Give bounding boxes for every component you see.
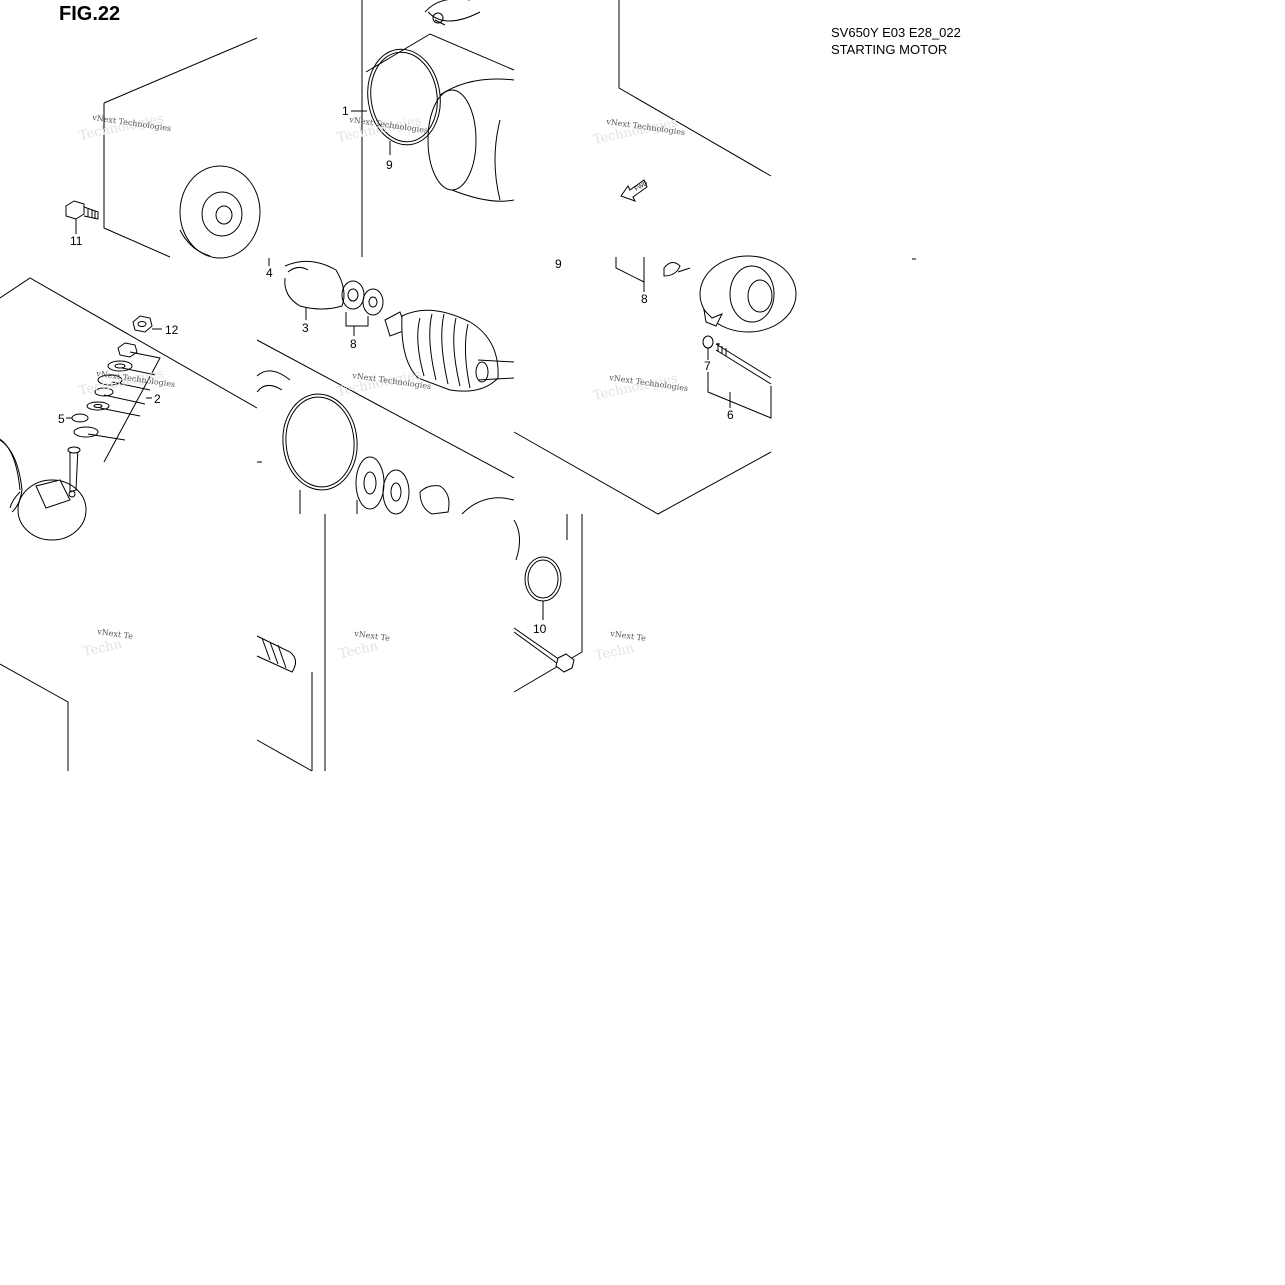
washer-part-5 bbox=[71, 413, 89, 423]
brush-holder bbox=[17, 479, 87, 541]
front-housing bbox=[699, 255, 797, 333]
callout-9-secondary: 9 bbox=[555, 257, 562, 271]
o-ring-part-1 bbox=[367, 48, 441, 146]
figure-label: FIG.22 bbox=[59, 3, 121, 25]
callout-3: 3 bbox=[302, 321, 309, 335]
tile-middle-right bbox=[513, 255, 916, 515]
svg-text:vNext Te: vNext Te bbox=[609, 629, 647, 643]
watermarks: Technologies vNext Technologies Technolo… bbox=[78, 111, 689, 664]
model-code: SV650Y E03 E28_022 bbox=[831, 25, 961, 40]
fwd-arrow-icon: FWD bbox=[620, 179, 649, 202]
svg-text:Techn: Techn bbox=[338, 639, 380, 662]
callout-5: 5 bbox=[58, 412, 65, 426]
tile-middle-center bbox=[256, 258, 515, 515]
callout-2: 2 bbox=[154, 392, 161, 406]
washer-stack-part-2 bbox=[73, 342, 161, 463]
o-ring-part-10 bbox=[524, 556, 562, 602]
callout-6: 6 bbox=[727, 408, 734, 422]
yoke-housing bbox=[427, 78, 515, 202]
callout-10: 10 bbox=[533, 622, 547, 636]
callout-7: 7 bbox=[704, 359, 711, 373]
section-name: STARTING MOTOR bbox=[831, 42, 948, 57]
callout-11: 11 bbox=[70, 234, 83, 248]
svg-text:Techn: Techn bbox=[594, 641, 636, 664]
washers-part-8 bbox=[341, 280, 384, 336]
end-cover-outline bbox=[179, 165, 261, 259]
svg-text:Techn: Techn bbox=[82, 637, 124, 660]
callout-9: 9 bbox=[386, 158, 393, 172]
through-bolt-part-6 bbox=[707, 343, 772, 419]
callout-12: 12 bbox=[165, 323, 179, 337]
nut-part-12 bbox=[132, 315, 162, 333]
brush-plate-part-3 bbox=[284, 260, 345, 320]
callout-1: 1 bbox=[342, 104, 349, 118]
o-ring-lower bbox=[282, 393, 358, 491]
callout-8: 8 bbox=[350, 337, 357, 351]
bolt-part-11 bbox=[65, 200, 99, 234]
tile-bottom-left bbox=[0, 663, 69, 771]
splined-shaft bbox=[256, 635, 296, 673]
tile-top-right: FWD bbox=[618, 0, 772, 202]
armature bbox=[384, 309, 515, 392]
tile-middle-left bbox=[0, 277, 258, 541]
tile-bottom-middle bbox=[256, 514, 326, 772]
tile-top-left bbox=[65, 37, 261, 259]
tile-bottom-right bbox=[513, 514, 583, 693]
callout-4: 4 bbox=[266, 266, 273, 280]
tile-top-middle bbox=[351, 0, 515, 257]
callout-8-secondary: 8 bbox=[641, 292, 648, 306]
washer-part-7 bbox=[702, 335, 714, 349]
